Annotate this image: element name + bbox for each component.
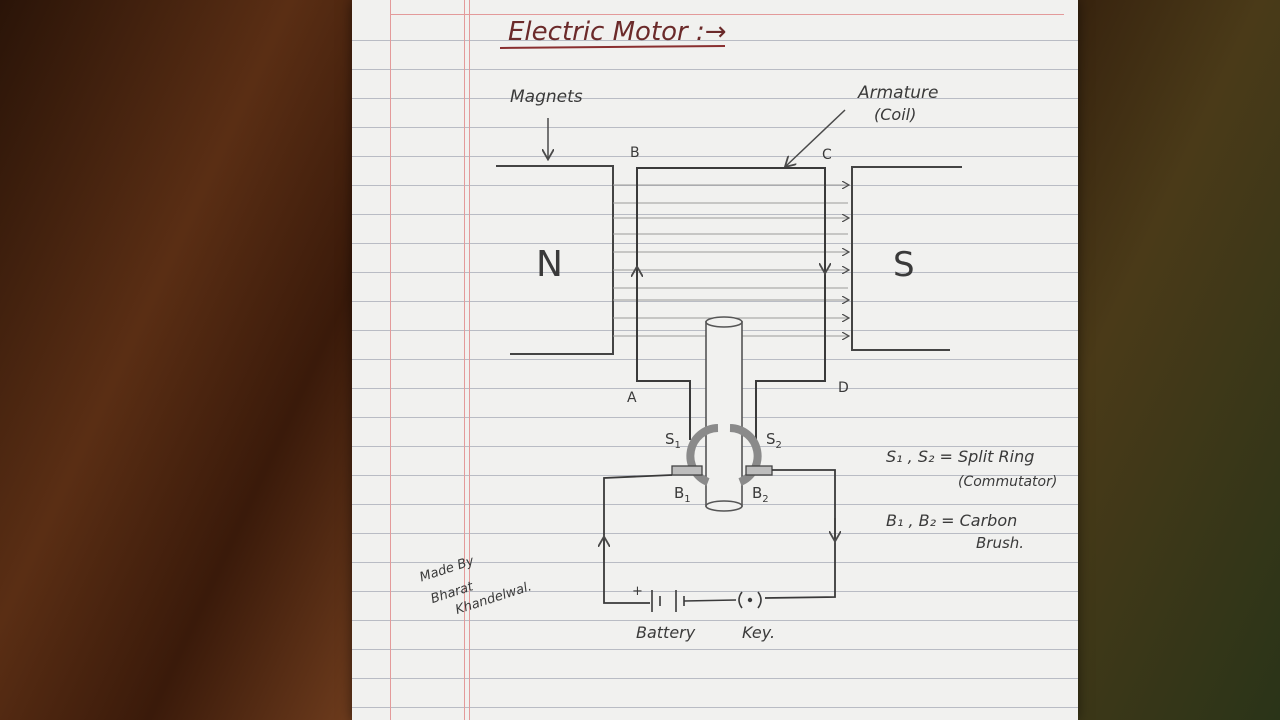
corner-d-label: D — [838, 380, 849, 396]
armature-label: Armature — [857, 83, 938, 103]
carbon-brush-b2 — [745, 465, 773, 476]
red-margin-line — [464, 0, 465, 720]
key-label: Key. — [742, 623, 775, 642]
south-magnet — [851, 166, 962, 351]
legend-carbon: B₁ , B₂ = Carbon — [886, 511, 1017, 530]
left-margin-line — [390, 0, 391, 720]
legend-commutator: (Commutator) — [958, 474, 1057, 490]
split-ring-s2 — [729, 424, 762, 486]
s2-label: S2 — [766, 430, 782, 451]
armature-arrow — [786, 109, 846, 166]
armature-coil — [636, 167, 826, 440]
magnetic-field-lines — [613, 185, 848, 336]
north-pole-label: N — [536, 244, 563, 285]
title-underline — [499, 45, 726, 49]
battery-symbol — [651, 590, 737, 612]
top-red-line — [390, 14, 1064, 15]
carbon-brush-b1 — [671, 465, 703, 476]
b1-label: B1 — [674, 484, 691, 505]
battery-label: Battery — [636, 623, 696, 642]
magnets-label: Magnets — [510, 87, 583, 107]
split-ring-s1 — [686, 424, 719, 486]
signature: Made By Bharat Khandelwal. — [418, 554, 534, 618]
corner-a-label: A — [627, 390, 637, 406]
legend-brush: Brush. — [976, 534, 1024, 552]
external-circuit-right — [764, 469, 836, 599]
legend-split-ring: S₁ , S₂ = Split Ring — [886, 447, 1034, 466]
red-margin-line-2 — [469, 0, 470, 720]
corner-c-label: C — [822, 147, 832, 163]
north-magnet — [496, 165, 614, 355]
s1-label: S1 — [665, 430, 681, 451]
south-pole-label: S — [893, 245, 915, 285]
axle — [705, 316, 743, 512]
key-symbol — [738, 591, 762, 609]
b2-label: B2 — [752, 484, 769, 505]
page-title: Electric Motor :→ — [508, 17, 727, 47]
corner-b-label: B — [630, 145, 640, 161]
coil-label: (Coil) — [874, 105, 916, 124]
battery-plus-sign: + — [632, 584, 643, 599]
